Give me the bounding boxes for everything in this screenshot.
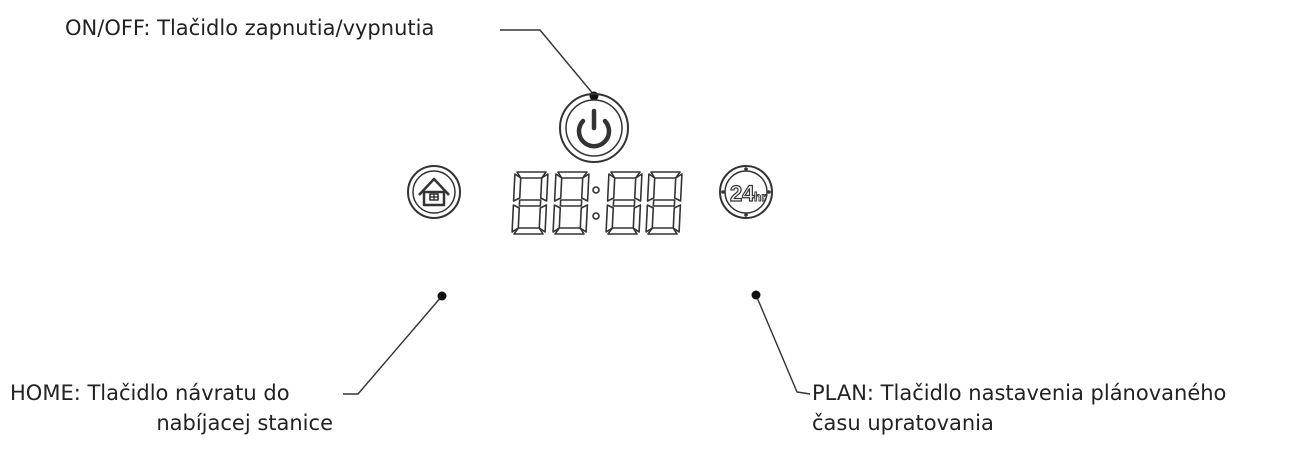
leader-lines [343,29,811,395]
segment-c [538,204,548,233]
segment-c [632,204,642,233]
plan-glyph-hr: hr [754,190,766,204]
home-callout-label-line1: HOME: Tlačidlo návratu do [10,381,290,405]
segment-e [605,204,615,233]
plan-glyph-24: 24 [730,181,755,206]
plan-callout-label-line1: PLAN: Tlačidlo nastavenia plánovaného [812,381,1227,405]
segment-c [672,204,682,233]
leader-dots [437,91,761,301]
segment-f [553,173,563,202]
segment-d [513,227,544,235]
segment-e [645,204,655,233]
power-leader-dot [589,91,599,101]
segment-f [646,173,656,202]
segment-e [552,204,562,233]
segment-f [606,173,616,202]
home-button[interactable] [407,165,461,219]
plan-button[interactable]: 24 hr [719,165,773,219]
home-leader-dot [437,291,447,301]
segment-b [673,173,683,202]
segment-d [554,227,585,235]
plan-leader-dot [751,290,761,300]
segment-g [652,199,676,207]
display-colon-dot [592,212,600,220]
segment-e [511,204,521,233]
display-colon-dot [592,186,600,194]
home-icon [418,177,450,207]
power-callout-label: ON/OFF: Tlačidlo zapnutia/vypnutia [65,16,435,40]
segment-d [607,227,638,235]
segment-g [559,199,583,207]
segment-d [647,227,678,235]
segment-display [511,171,683,235]
home-leader-line [343,295,443,395]
segment-c [579,204,589,233]
home-callout-label-line2: nabíjacej stanice [156,411,333,435]
power-icon [576,108,612,149]
segment-b [580,173,590,202]
power-button[interactable] [559,93,629,163]
24h-icon: 24 hr [721,167,771,217]
segment-b [633,173,643,202]
segment-b [539,173,549,202]
segment-f [512,173,522,202]
segment-g [518,199,542,207]
plan-leader-line [755,294,811,395]
plan-callout-label-line2: času upratovania [812,411,994,435]
segment-g [612,199,636,207]
power-leader-line [500,29,595,96]
